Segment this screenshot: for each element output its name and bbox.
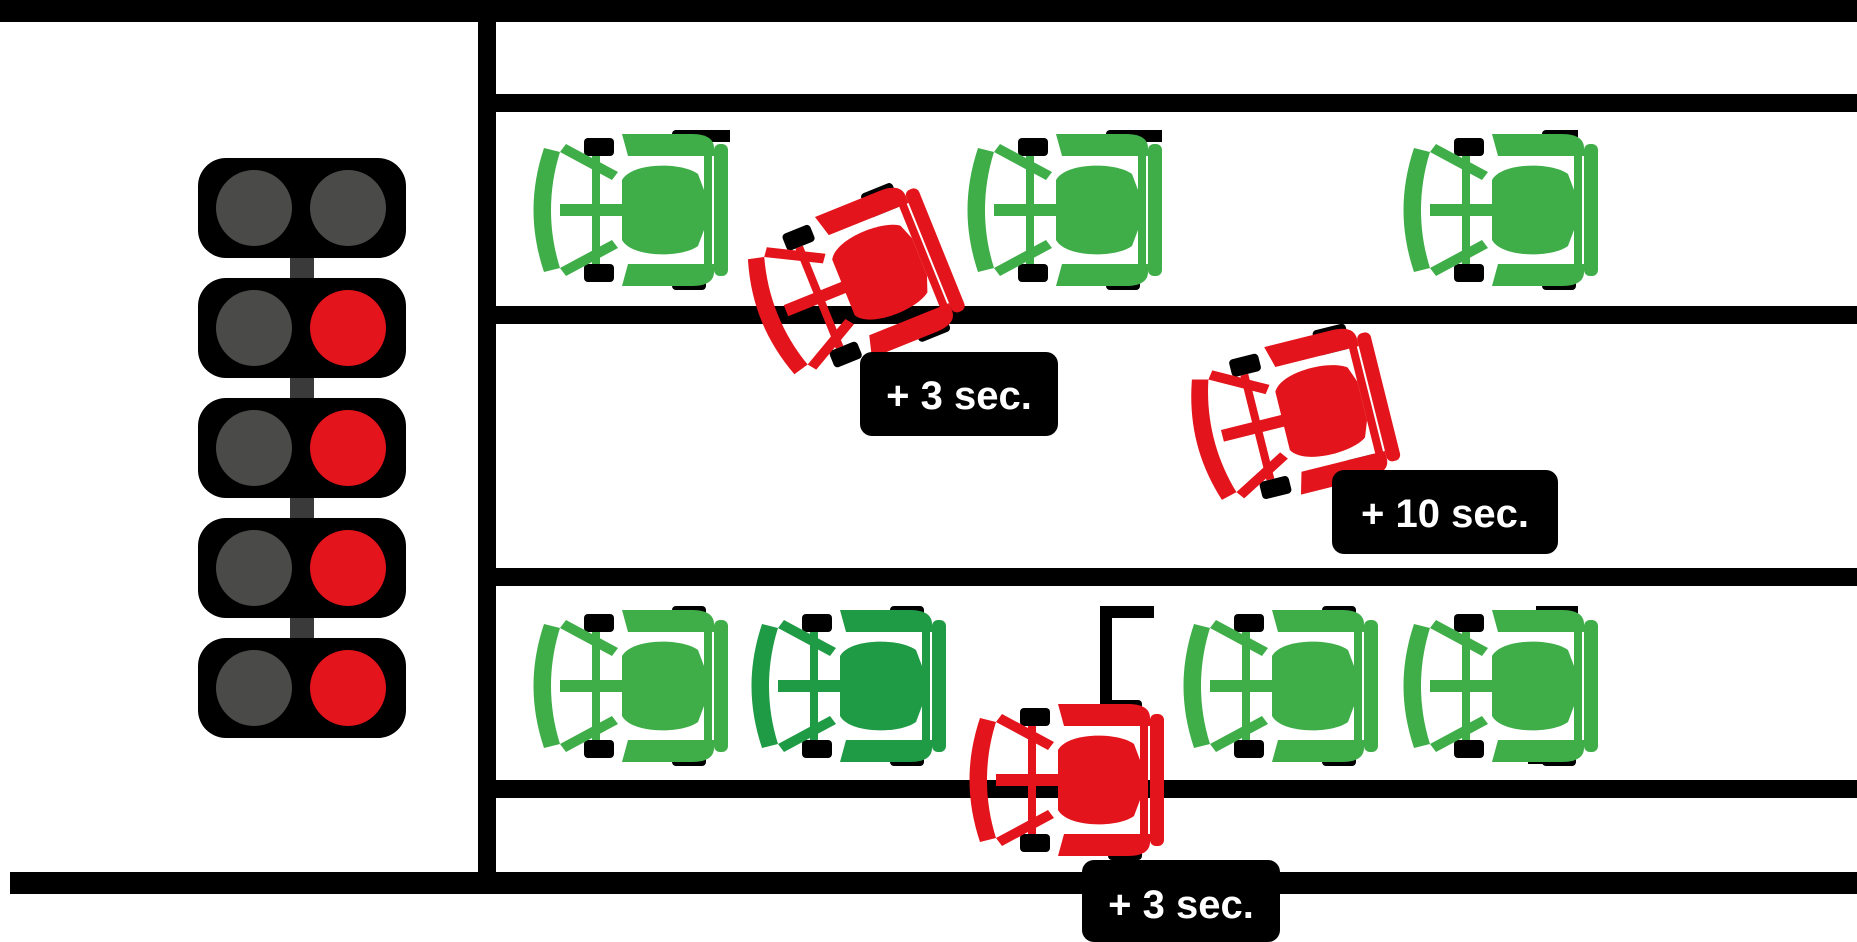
penalty-label-3: + 3 sec. xyxy=(1082,860,1280,942)
penalty-kart-icon xyxy=(970,700,1165,860)
lane-line-3 xyxy=(496,568,1857,586)
start-light-gantry xyxy=(198,158,406,738)
lane-line-4 xyxy=(496,780,1857,798)
kart-icon xyxy=(1184,606,1379,766)
kart-icon xyxy=(534,130,729,290)
track-bottom-boundary xyxy=(10,872,1857,894)
start-light-row xyxy=(198,518,406,618)
penalty-text: + 3 sec. xyxy=(1108,883,1254,927)
track-top-boundary xyxy=(0,0,1857,22)
penalty-text: + 3 sec. xyxy=(886,374,1032,418)
off-lamp-icon xyxy=(216,290,292,366)
start-light-row xyxy=(198,158,406,258)
off-lamp-icon xyxy=(216,410,292,486)
penalty-label-2: + 10 sec. xyxy=(1332,470,1558,554)
red-lamp-icon xyxy=(310,650,386,726)
penalty-text: + 10 sec. xyxy=(1361,492,1529,536)
lane-line-1 xyxy=(496,94,1857,112)
off-lamp-icon xyxy=(216,170,292,246)
penalty-label-1: + 3 sec. xyxy=(860,352,1058,436)
red-lamp-icon xyxy=(310,410,386,486)
pit-wall-line xyxy=(478,20,496,878)
red-lamp-icon xyxy=(310,290,386,366)
kart-icon xyxy=(534,606,729,766)
lane-line-2 xyxy=(496,306,1857,324)
kart-icon xyxy=(1404,130,1599,290)
red-lamp-icon xyxy=(310,530,386,606)
kart-icon xyxy=(752,606,947,766)
kart-icon xyxy=(1404,606,1599,766)
start-light-row xyxy=(198,398,406,498)
start-light-row xyxy=(198,638,406,738)
kart-icon xyxy=(968,130,1163,290)
off-lamp-icon xyxy=(216,650,292,726)
off-lamp-icon xyxy=(216,530,292,606)
off-lamp-icon xyxy=(310,170,386,246)
start-light-row xyxy=(198,278,406,378)
